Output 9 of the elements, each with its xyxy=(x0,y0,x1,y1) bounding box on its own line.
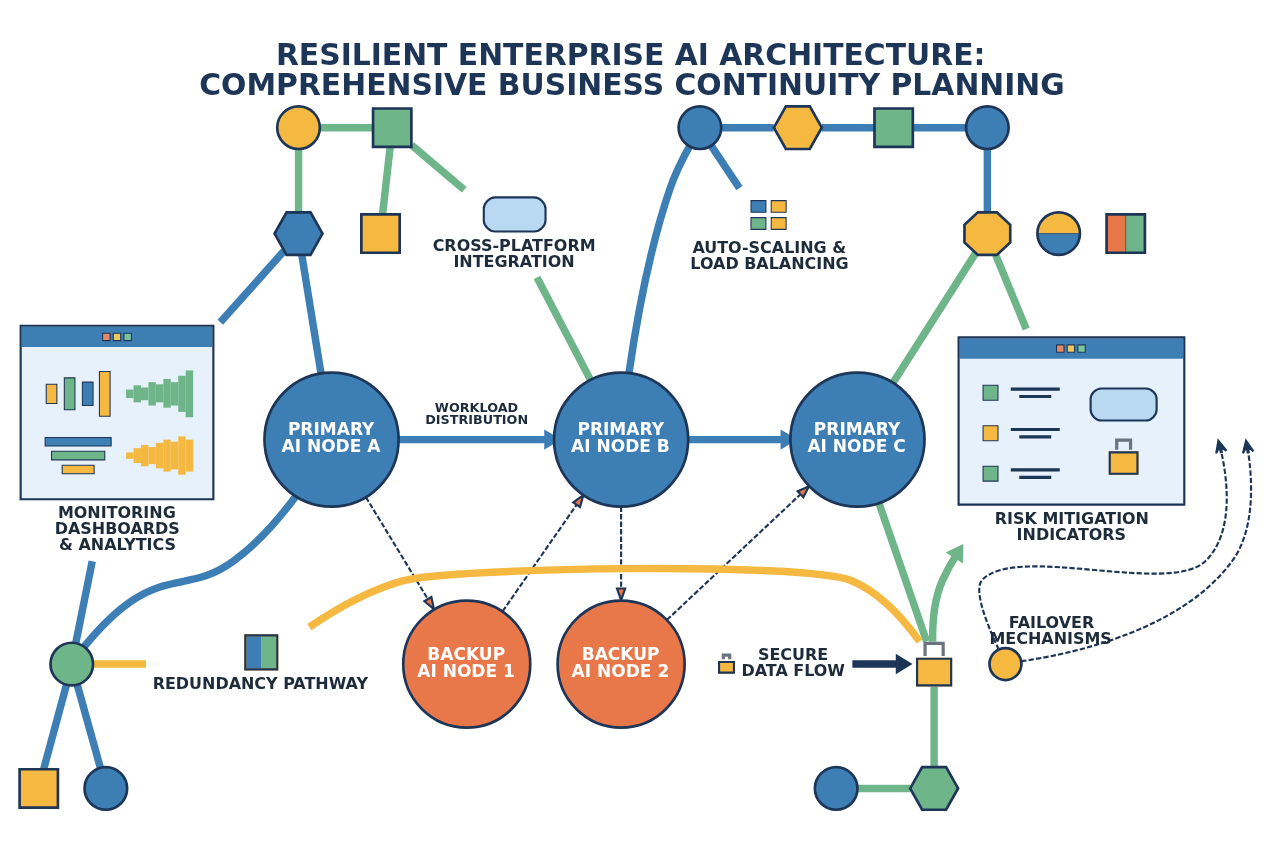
node-label: MONITORING DASHBOARDS & ANALYTICS xyxy=(54,503,180,555)
node-label: SECURE DATA FLOW xyxy=(741,644,845,680)
node-label: CROSS-PLATFORM INTEGRATION xyxy=(432,235,596,271)
diagram-title: RESILIENT ENTERPRISE AI ARCHITECTURE: COMPREHENSIVE BUSINESS CONTINUITY PLANNING xyxy=(199,37,1065,103)
node-label: RISK MITIGATION INDICATORS xyxy=(994,508,1149,544)
node-label: FAILOVER MECHANISMS xyxy=(989,612,1112,648)
edge-label: WORKLOAD DISTRIBUTION xyxy=(425,399,529,428)
node-label: REDUNDANCY PATHWAY xyxy=(152,673,368,693)
node-label: AUTO-SCALING & LOAD BALANCING xyxy=(690,237,849,273)
